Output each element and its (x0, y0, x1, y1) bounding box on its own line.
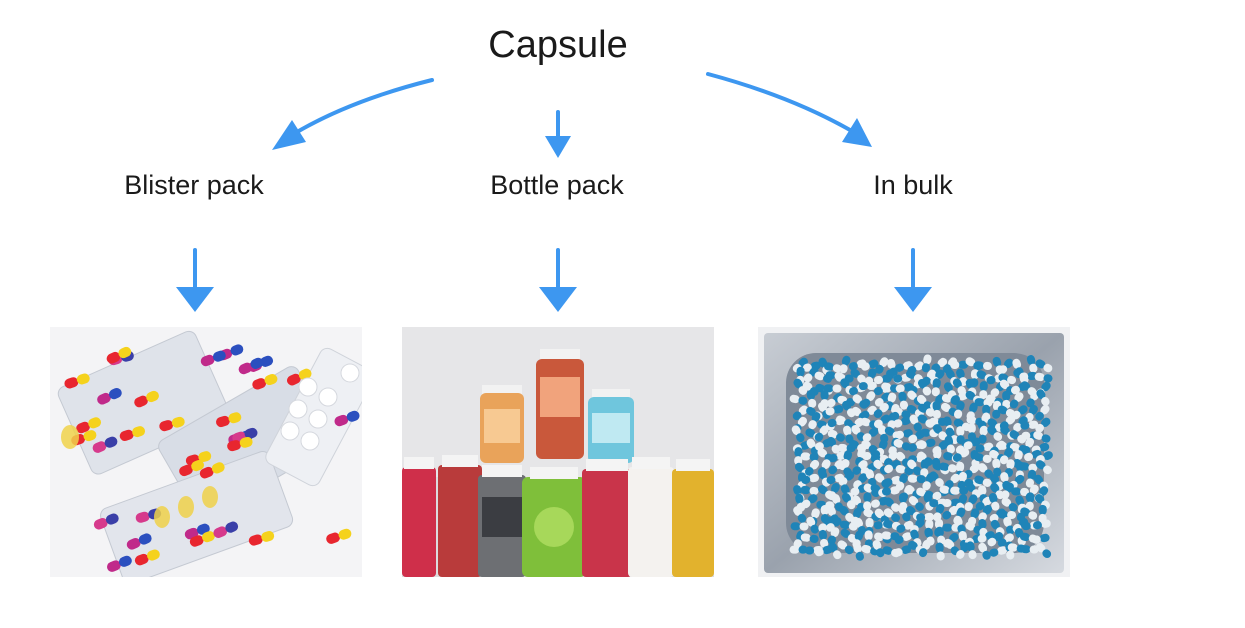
arrowhead-blister-photo (176, 287, 214, 312)
arrowhead-bottle-photo (539, 287, 577, 312)
arrowhead-blister (272, 120, 306, 150)
branch-label-bottle: Bottle pack (490, 170, 624, 200)
bulk-bag-photo (758, 327, 1070, 577)
arrow-root-to-bulk (706, 72, 852, 132)
root-label-capsule: Capsule (488, 24, 628, 66)
arrow-root-to-blister (295, 78, 434, 134)
branch-label-bulk: In bulk (873, 170, 953, 200)
arrowhead-bottle (545, 136, 571, 158)
arrowhead-bulk (842, 118, 872, 147)
arrowhead-bulk-photo (894, 287, 932, 312)
bottle-pack-photo (402, 327, 714, 577)
blister-pack-photo (50, 327, 362, 577)
branch-label-blister: Blister pack (124, 170, 264, 200)
